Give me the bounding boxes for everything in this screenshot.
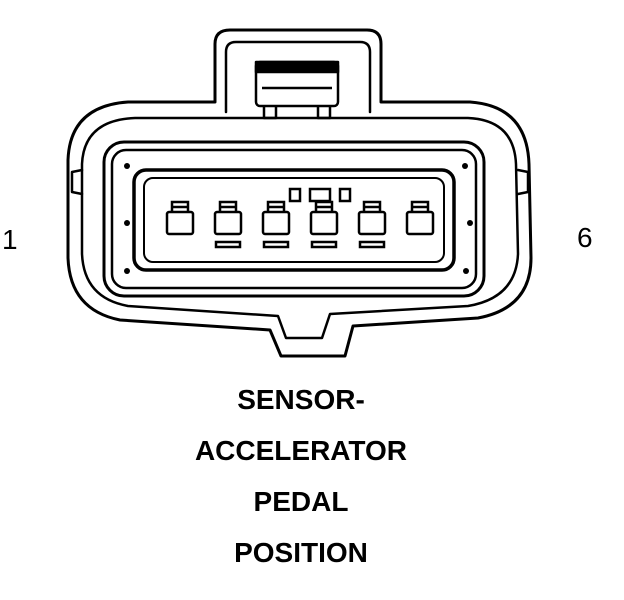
connector-mid-shell (80, 116, 520, 340)
corner-marker (124, 268, 130, 274)
pin-cavity-inner (143, 177, 445, 263)
side-tab-left (70, 168, 84, 196)
terminal-cavity (357, 200, 387, 249)
inner-frame-outer (102, 140, 486, 298)
caption-line-sensor: SENSOR- (237, 384, 365, 415)
corner-marker (463, 268, 469, 274)
side-tab-right (516, 168, 530, 196)
terminal-marker (358, 240, 386, 249)
corner-marker (462, 163, 468, 169)
latch-top-bar (254, 60, 340, 74)
inner-frame-inner (110, 148, 478, 290)
terminal-cavity (213, 200, 243, 249)
terminal-marker (310, 240, 338, 249)
corner-marker (124, 163, 130, 169)
latch-leg-right (316, 106, 332, 120)
key-slot (338, 187, 352, 203)
connector-outer-shell (66, 28, 533, 358)
caption-line-position: POSITION (234, 537, 368, 568)
pin-label-1: 1 (2, 224, 18, 255)
terminal-marker (262, 240, 290, 249)
corner-markers (124, 163, 473, 274)
terminal-marker (214, 240, 242, 249)
corner-marker (124, 220, 130, 226)
pin-cavity-outer (132, 168, 456, 272)
key-slot (288, 187, 302, 203)
caption-line-accelerator: ACCELERATOR (194, 435, 408, 466)
terminal-cavity (261, 200, 291, 249)
terminal-cavity (165, 200, 195, 236)
latch-tower-inner (224, 40, 372, 114)
terminal-cavity (309, 200, 339, 249)
terminal-cavity (405, 200, 435, 236)
key-slot (308, 187, 332, 203)
latch-leg-left (262, 106, 278, 120)
corner-marker (467, 220, 473, 226)
caption-line-pedal: PEDAL (253, 486, 349, 517)
pin-label-6: 6 (577, 222, 593, 253)
